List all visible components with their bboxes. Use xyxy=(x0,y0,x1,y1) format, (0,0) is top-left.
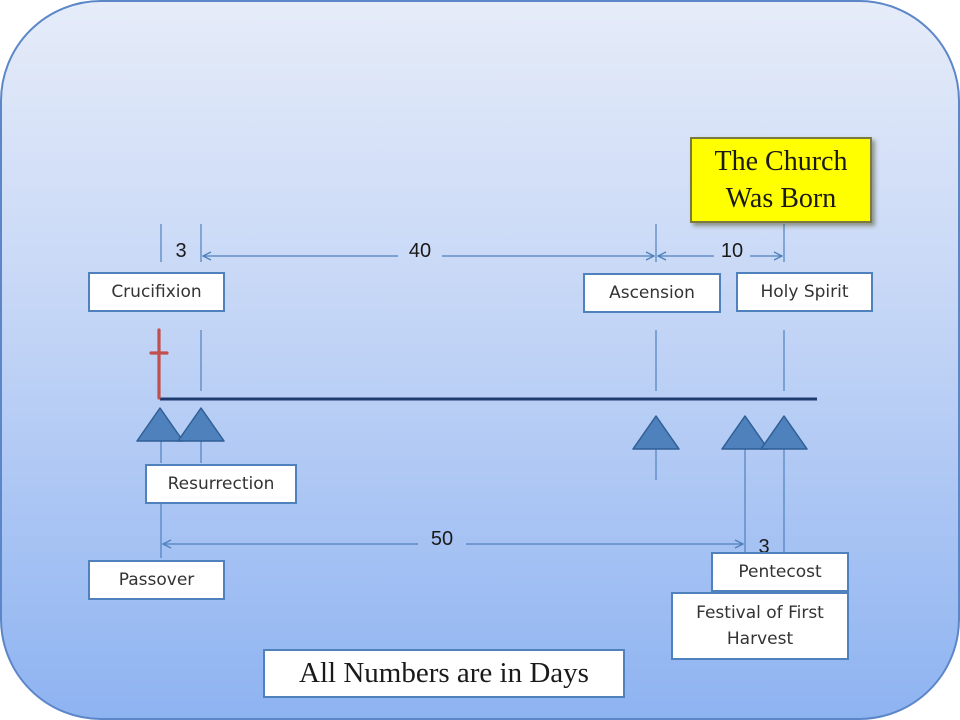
ascension-label: Ascension xyxy=(583,273,721,313)
resurrection-label: Resurrection xyxy=(145,464,297,504)
passover-label: Passover xyxy=(88,560,225,600)
interval-3-bottom: 3 xyxy=(758,536,770,558)
crucifixion-label: Crucifixion xyxy=(88,272,225,312)
interval-3-top: 3 xyxy=(175,240,187,262)
resurrection-triangle-icon xyxy=(177,407,225,442)
church-born-line1: The Church xyxy=(714,146,848,177)
ascension-triangle-icon xyxy=(632,415,680,450)
festival-triangle-icon xyxy=(721,415,769,450)
festival-label-line2: Harvest xyxy=(726,629,794,649)
event-markers xyxy=(136,407,808,450)
church-born-line2: Was Born xyxy=(725,183,837,214)
pentecost-triangle-icon xyxy=(760,415,808,450)
cross-icon xyxy=(149,328,169,400)
pentecost-label: Pentecost xyxy=(711,552,849,592)
interval-40: 40 xyxy=(408,240,432,262)
connector-lines xyxy=(160,224,785,558)
church-born-callout: The Church Was Born xyxy=(690,137,872,223)
interval-10: 10 xyxy=(720,240,744,262)
interval-50: 50 xyxy=(430,528,454,550)
days-note: All Numbers are in Days xyxy=(263,649,625,698)
passover-triangle-icon xyxy=(136,407,184,442)
holy-spirit-label: Holy Spirit xyxy=(736,272,873,312)
festival-label-line1: Festival of First xyxy=(696,603,824,623)
interval-arrows xyxy=(163,256,782,544)
festival-label: Festival of First Harvest xyxy=(671,592,849,660)
